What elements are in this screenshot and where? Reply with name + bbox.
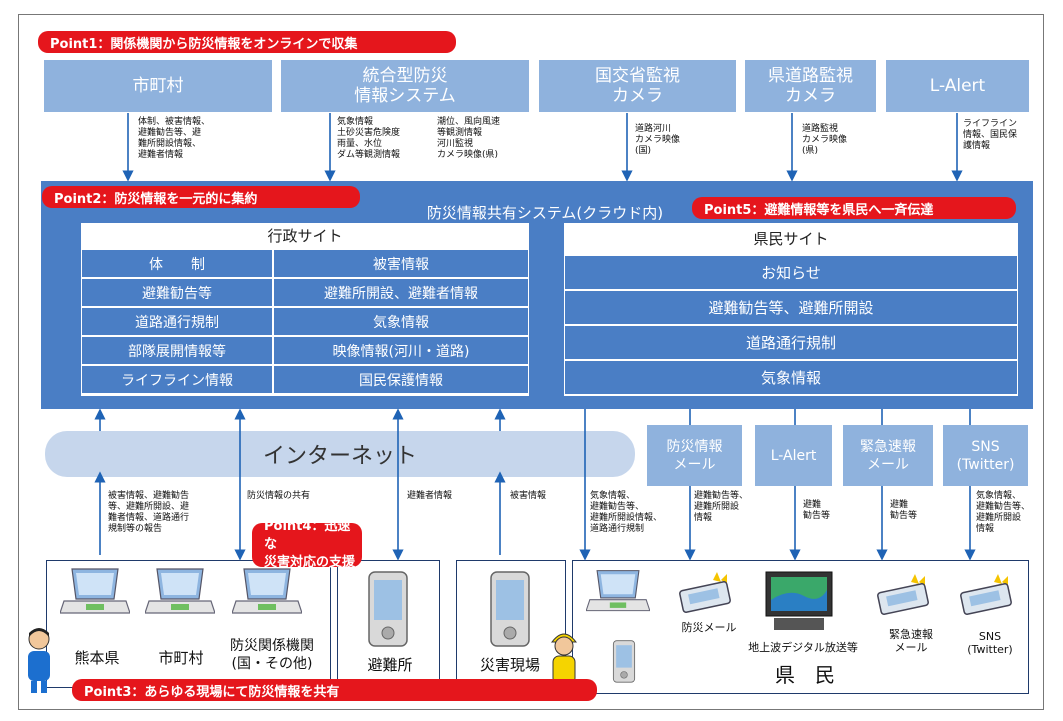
label-agency: 防災関係機関 (国・その他) (230, 638, 314, 672)
pref-site: 県民サイト お知らせ 避難勧告等、避難所開設 道路通行規制 気象情報 (563, 222, 1019, 397)
channel-l-alert: L-Alert (755, 425, 832, 486)
source-integrated-system: 統合型防災 情報システム (281, 60, 529, 112)
label-kumamoto: 熊本県 (74, 649, 120, 667)
person-icon (28, 628, 50, 693)
pref-cell: 道路通行規制 (564, 325, 1018, 360)
pref-cell: お知らせ (564, 255, 1018, 290)
source-pref-road-camera: 県道路監視 カメラ (745, 60, 876, 112)
gov-cell: 国民保護情報 (273, 365, 529, 394)
mail-phone-icon (877, 574, 929, 615)
laptop-icon (232, 568, 302, 614)
note-integrated-left: 気象情報 土砂災害危険度 雨量、水位 ダム等観測情報 (337, 117, 401, 160)
label-urgent-mail: 緊急速報 メール (889, 628, 933, 654)
note-mlit-camera: 道路河川 カメラ映像 (国) (635, 124, 681, 156)
gov-cell: 体 制 (81, 249, 273, 278)
note-urgent: 避難 勧告等 (890, 500, 918, 521)
tv-icon (765, 571, 833, 630)
source-mlit-camera: 国交省監視 カメラ (539, 60, 736, 112)
gov-cell: 映像情報(河川・道路) (273, 336, 529, 365)
laptop-icon (145, 568, 215, 614)
pref-cell: 避難勧告等、避難所開設 (564, 290, 1018, 325)
channel-sns: SNS (Twitter) (943, 425, 1028, 486)
phone-icon (368, 571, 408, 647)
phone-icon (490, 571, 530, 647)
pref-cell: 気象情報 (564, 360, 1018, 395)
point4-banner: Point4：迅速な 災害対応の支援 (252, 519, 362, 570)
label-shelter: 避難所 (367, 656, 413, 674)
label-city: 市町村 (158, 649, 204, 667)
internet-bar: インターネット (45, 431, 635, 477)
note-pref-camera: 道路監視 カメラ映像 (県) (802, 124, 848, 156)
mail-phone-icon (679, 572, 731, 613)
label-citizens: 県 民 (775, 663, 835, 687)
channel-urgent-mail: 緊急速報 メール (843, 425, 933, 486)
point1-banner: Point1：関係機関から防災情報をオンラインで収集 (38, 31, 456, 53)
note-integrated-right: 潮位、風向風速 等観測情報 河川監視 カメラ映像(県) (437, 117, 501, 160)
mail-phone-icon (960, 574, 1012, 615)
note-damage: 被害情報 (510, 491, 547, 501)
laptop-icon (586, 570, 650, 612)
note-weather: 気象情報、 避難勧告等、 避難所開設情報、 道路通行規制 (590, 491, 663, 534)
note-report: 被害情報、避難勧告 等、避難所開設、避 難者情報、道路通行 規制等の報告 (108, 491, 190, 534)
point3-banner: Point3：あらゆる現場にて防災情報を共有 (72, 679, 597, 701)
channel-disaster-mail: 防災情報 メール (647, 425, 742, 486)
label-tv: 地上波デジタル放送等 (748, 641, 858, 654)
system-title: 防災情報共有システム(クラウド内) (426, 204, 664, 222)
note-mail: 避難勧告等、 避難所開設 情報 (694, 491, 749, 523)
point2-banner: Point2：防災情報を一元的に集約 (42, 186, 360, 208)
point5-banner: Point5：避難情報等を県民へ一斉伝達 (692, 197, 1016, 219)
note-lalert: 避難 勧告等 (803, 500, 831, 521)
gov-cell: 避難勧告等 (81, 278, 273, 307)
note-evac: 避難者情報 (407, 491, 453, 501)
diagram-frame (18, 14, 1044, 710)
laptop-icon (60, 568, 130, 614)
label-disaster-mail: 防災メール (681, 621, 737, 634)
gov-cell: ライフライン情報 (81, 365, 273, 394)
note-share: 防災情報の共有 (247, 491, 311, 501)
gov-cell: 気象情報 (273, 307, 529, 336)
label-site: 災害現場 (479, 656, 540, 674)
gov-cell: 道路通行規制 (81, 307, 273, 336)
gov-site-title: 行政サイト (267, 227, 343, 245)
phone-icon (612, 640, 636, 683)
pref-site-title: 県民サイト (753, 230, 829, 248)
gov-cell: 部隊展開情報等 (81, 336, 273, 365)
note-municipality: 体制、被害情報、 避難勧告等、避 難所開設情報、 避難者情報 (138, 117, 211, 160)
source-municipality: 市町村 (44, 60, 272, 112)
gov-cell: 避難所開設、避難者情報 (273, 278, 529, 307)
note-l-alert: ライフライン 情報、国民保 護情報 (963, 119, 1018, 151)
note-sns: 気象情報、 避難勧告等、 避難所開設 情報 (976, 491, 1031, 534)
gov-site: 行政サイト 体 制 避難勧告等 道路通行規制 部隊展開情報等 ライフライン情報 … (80, 222, 530, 397)
source-l-alert: L-Alert (886, 60, 1029, 112)
label-sns: SNS (Twitter) (967, 630, 1013, 656)
gov-cell: 被害情報 (273, 249, 529, 278)
